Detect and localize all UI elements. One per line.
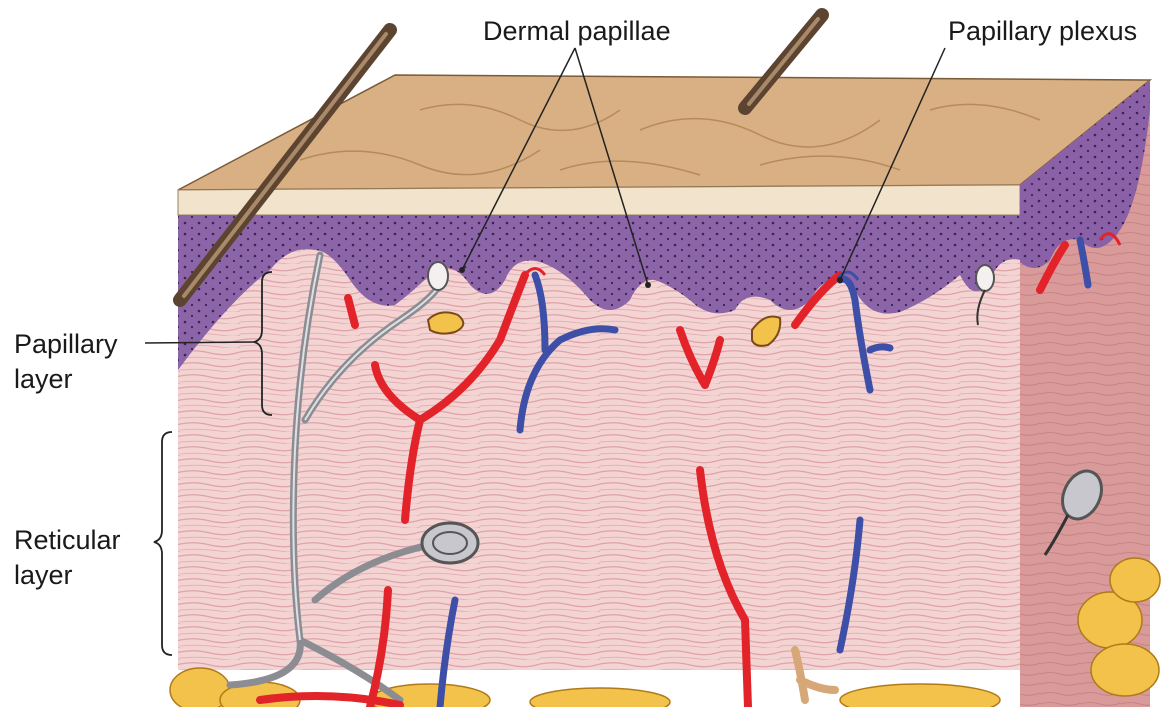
gland-blob bbox=[428, 312, 463, 333]
label-reticular-layer: Reticular layer bbox=[14, 523, 121, 593]
label-papillary-line2: layer bbox=[14, 362, 118, 397]
pointer-dot-3 bbox=[837, 277, 843, 283]
pointer-dot-2 bbox=[645, 282, 651, 288]
label-dermal-papillae: Dermal papillae bbox=[483, 14, 671, 49]
meissner-corpuscle bbox=[428, 262, 448, 290]
label-papillary-line1: Papillary bbox=[14, 327, 118, 362]
pacinian-corpuscle bbox=[422, 523, 478, 563]
papillary-leader bbox=[145, 342, 254, 343]
stratum-corneum bbox=[178, 185, 1020, 215]
reticular-bracket bbox=[154, 432, 172, 655]
epidermis-surface bbox=[178, 75, 1150, 190]
label-papillary-plexus: Papillary plexus bbox=[948, 14, 1137, 49]
meissner-corpuscle-right bbox=[976, 265, 994, 291]
label-reticular-line2: layer bbox=[14, 558, 121, 593]
pointer-dot-1 bbox=[459, 267, 465, 273]
label-reticular-line1: Reticular bbox=[14, 523, 121, 558]
label-papillary-layer: Papillary layer bbox=[14, 327, 118, 397]
